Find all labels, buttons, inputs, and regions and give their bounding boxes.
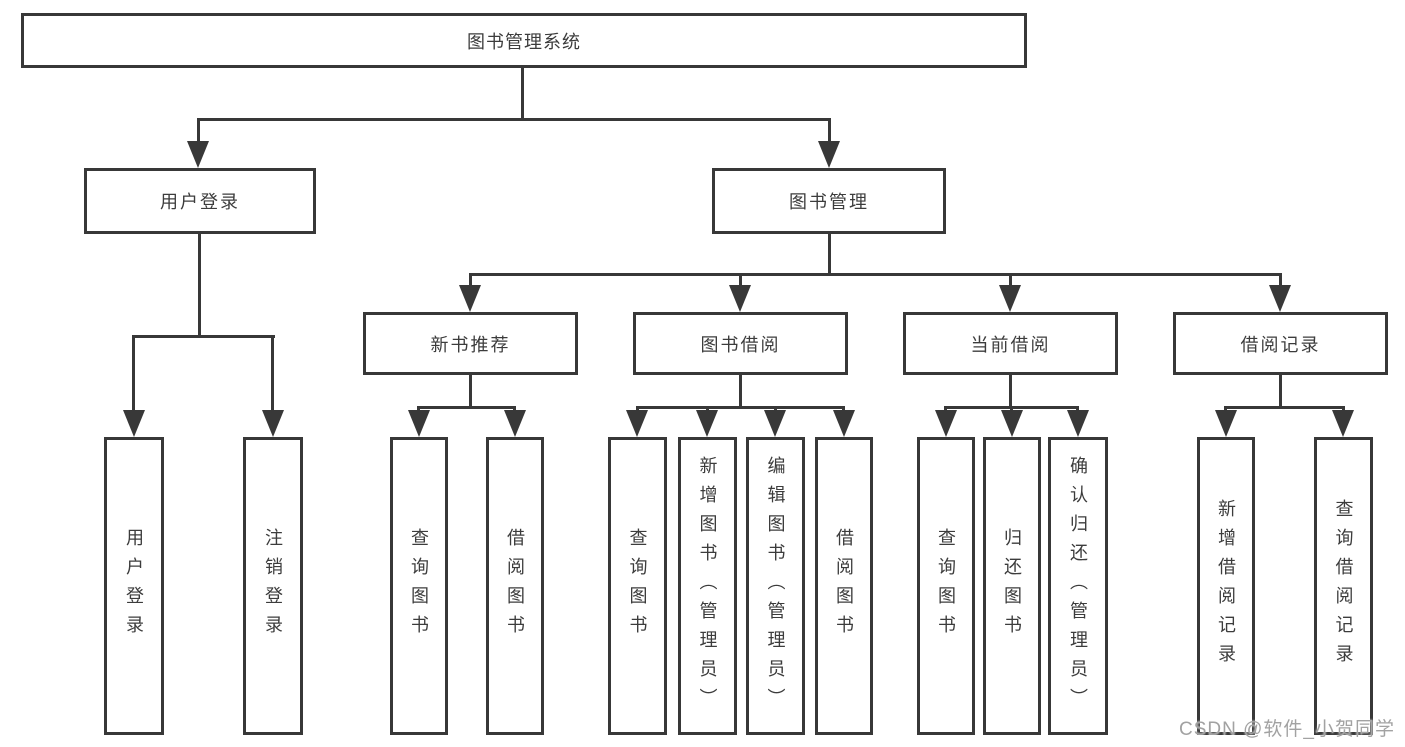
connector-l3-bar <box>469 273 1282 276</box>
node-root: 图书管理系统 <box>21 13 1027 68</box>
connector-l3d-stem <box>1279 273 1282 287</box>
leaf-return-books: 归还图书 <box>983 437 1041 735</box>
arrow-down <box>1001 410 1023 437</box>
csdn-watermark: CSDN @软件_小贺同学 <box>1179 719 1395 740</box>
connector-l2a-stem <box>197 118 200 146</box>
connector-recommend-bar <box>417 406 516 409</box>
node-current-borrow: 当前借阅 <box>903 312 1118 375</box>
arrow-down <box>123 410 145 437</box>
connector-user-stem <box>198 234 201 337</box>
arrow-down <box>764 410 786 437</box>
leaf-borrow-books: 借阅图书 <box>815 437 873 735</box>
leaf-add-books-admin: 新增图书（管理员） <box>678 437 737 735</box>
connector-current-stem <box>1009 375 1012 408</box>
arrow-down <box>1269 285 1291 312</box>
node-new-book-recommend: 新书推荐 <box>363 312 578 375</box>
node-borrow-records: 借阅记录 <box>1173 312 1388 375</box>
connector-record-bar <box>1224 406 1345 409</box>
leaf-query-borrow-record: 查询借阅记录 <box>1314 437 1373 735</box>
connector-l1-bar <box>197 118 831 121</box>
connector-borrow-bar <box>636 406 845 409</box>
connector-user-leaf1-stem <box>132 335 135 412</box>
arrow-down <box>729 285 751 312</box>
arrow-down <box>1332 410 1354 437</box>
arrow-down <box>504 410 526 437</box>
node-book-borrow: 图书借阅 <box>633 312 848 375</box>
leaf-query-books: 查询图书 <box>608 437 667 735</box>
arrow-down <box>626 410 648 437</box>
arrow-down <box>262 410 284 437</box>
arrow-down <box>1067 410 1089 437</box>
connector-l3b-stem <box>739 273 742 287</box>
connector-record-stem <box>1279 375 1282 408</box>
arrow-down <box>187 141 209 168</box>
arrow-down <box>833 410 855 437</box>
connector-l2b-stem <box>828 118 831 146</box>
leaf-borrow-books: 借阅图书 <box>486 437 544 735</box>
arrow-down <box>999 285 1021 312</box>
leaf-add-borrow-record: 新增借阅记录 <box>1197 437 1255 735</box>
connector-root-trunk <box>521 68 524 120</box>
leaf-confirm-return-admin: 确认归还（管理员） <box>1048 437 1108 735</box>
arrow-down <box>1215 410 1237 437</box>
arrow-down <box>935 410 957 437</box>
node-user-login: 用户登录 <box>84 168 316 234</box>
connector-recommend-stem <box>469 375 472 408</box>
connector-l3c-stem <box>1009 273 1012 287</box>
connector-user-bar <box>132 335 275 338</box>
arrow-down <box>459 285 481 312</box>
leaf-query-books: 查询图书 <box>917 437 975 735</box>
leaf-edit-books-admin: 编辑图书（管理员） <box>746 437 805 735</box>
connector-borrow-stem <box>739 375 742 408</box>
leaf-query-books: 查询图书 <box>390 437 448 735</box>
node-book-management: 图书管理 <box>712 168 946 234</box>
connector-mgmt-stem <box>828 234 831 275</box>
arrow-down <box>408 410 430 437</box>
leaf-logout: 注销登录 <box>243 437 303 735</box>
connector-user-leaf2-stem <box>271 335 274 412</box>
arrow-down <box>696 410 718 437</box>
connector-l3a-stem <box>469 273 472 287</box>
leaf-user-login: 用户登录 <box>104 437 164 735</box>
arrow-down <box>818 141 840 168</box>
